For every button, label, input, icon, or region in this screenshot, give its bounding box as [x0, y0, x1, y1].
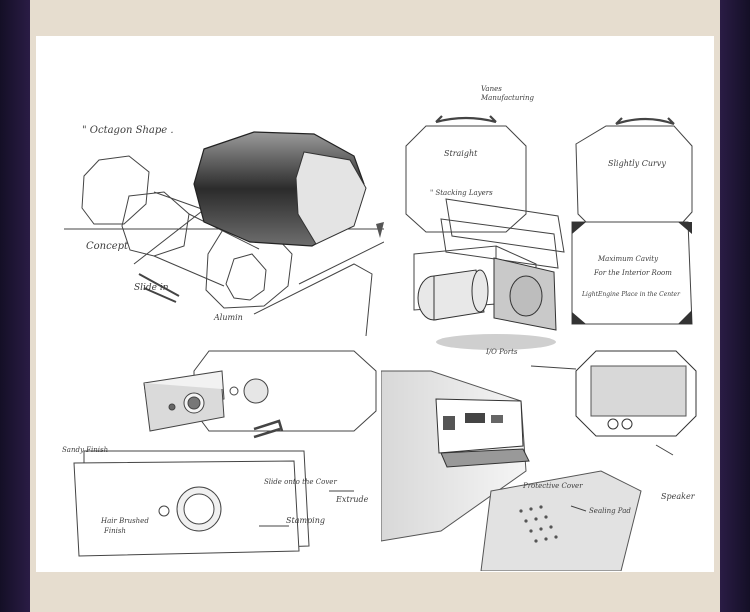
manufacturing-label: Manufacturing: [481, 94, 534, 102]
concept-label: Concept: [86, 241, 129, 252]
layers-exploded-sketch: Vanes Manufacturing Straight Slightly Cu…: [386, 74, 706, 354]
interior-room-label: For the Interior Room: [594, 269, 672, 277]
stamping-label: Stamping: [286, 516, 326, 525]
slide-in-label: Slide in: [134, 283, 169, 293]
slide-cover-drawing: [73, 350, 377, 557]
vanes-label: Vanes: [481, 85, 502, 93]
straight-label: Straight: [444, 149, 478, 158]
stacking-layers-label: " Stacking Layers: [430, 189, 493, 197]
octagon-shape-label: " Octagon Shape .: [82, 125, 174, 136]
slide-cover-sketch: Sandy Finish Slide onto the Cover Extrud…: [54, 331, 384, 571]
protective-cover-label: Protective Cover: [523, 482, 583, 490]
octagon-concept-drawing: [64, 131, 384, 336]
aluminum-label: Alumin: [214, 313, 243, 322]
sketch-sheet: " Octagon Shape . Concept Slide in Alumi…: [36, 36, 714, 572]
io-ports-drawing: [381, 350, 697, 571]
extrude-label: Extrude: [336, 495, 369, 504]
finish-label: Finish: [104, 527, 126, 535]
right-dark-border: [720, 0, 750, 612]
octagon-concept-sketch: " Octagon Shape . Concept Slide in Alumi…: [54, 74, 384, 336]
sealing-pad-label: Sealing Pad: [589, 507, 631, 515]
hair-brushed-label: Hair Brushed: [101, 517, 149, 525]
layers-exploded-drawing: [405, 115, 693, 350]
sandy-finish-label: Sandy Finish: [62, 446, 109, 454]
io-ports-label: I/O Ports: [486, 348, 518, 356]
maximum-cavity-label: Maximum Cavity: [598, 255, 659, 263]
slightly-curvy-label: Slightly Curvy: [608, 159, 666, 168]
speaker-label: Speaker: [661, 492, 695, 501]
left-dark-border: [0, 0, 30, 612]
light-engine-label: LightEngine Place in the Center: [582, 291, 680, 298]
io-ports-sketch: I/O Ports Protective Cover Speaker Seali…: [381, 341, 706, 571]
slide-onto-cover-label: Slide onto the Cover: [264, 478, 337, 486]
